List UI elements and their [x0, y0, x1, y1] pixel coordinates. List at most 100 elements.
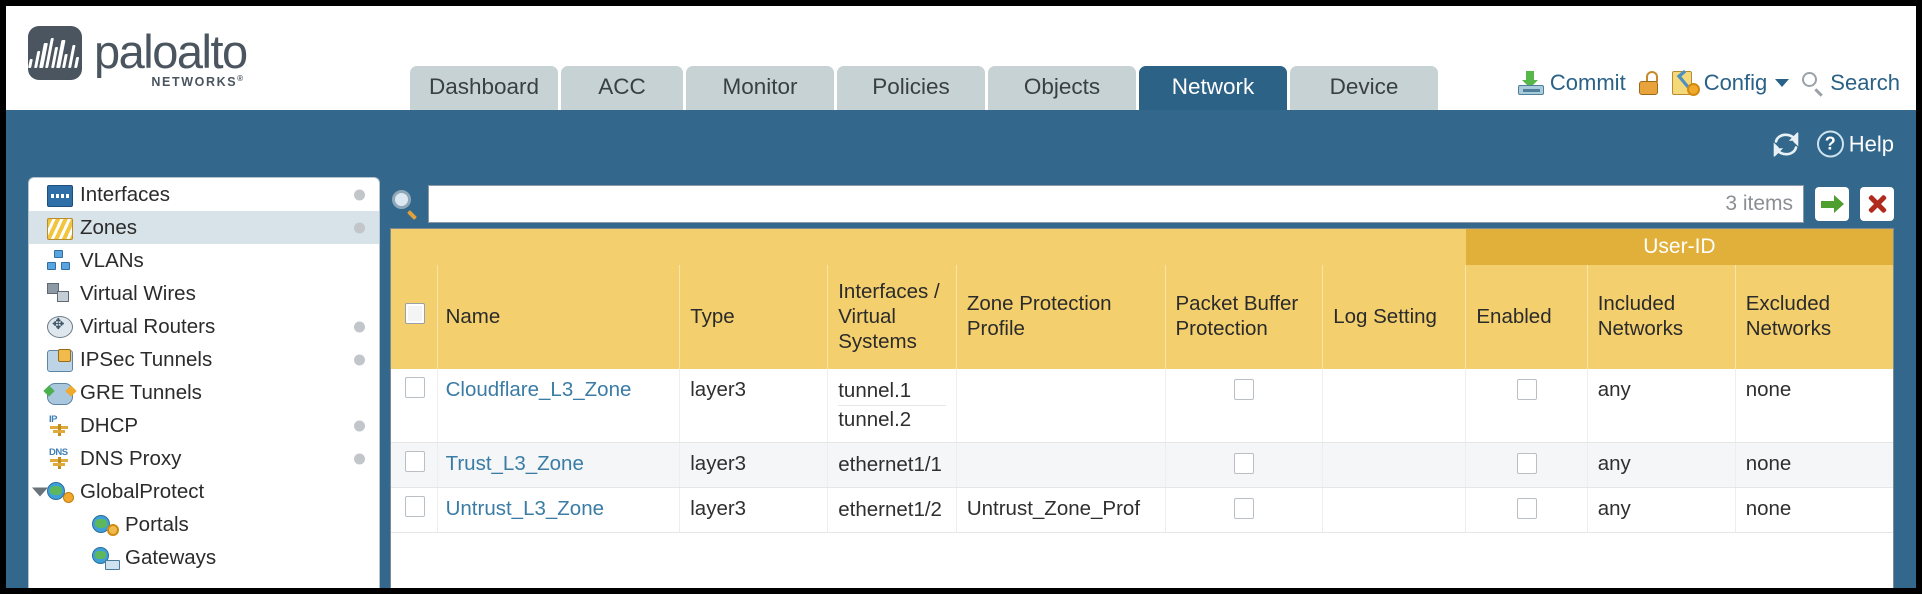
sidebar-item-status-dot[interactable] [354, 420, 365, 431]
zone-name-link[interactable]: Trust_L3_Zone [445, 452, 584, 475]
zone-name-cell: Trust_L3_Zone [436, 442, 680, 488]
zone-name-link[interactable]: Untrust_L3_Zone [445, 497, 604, 520]
sidebar-item-portals[interactable]: Portals [29, 508, 379, 541]
search-input[interactable] [439, 192, 1718, 216]
included-networks-cell: any [1586, 369, 1736, 443]
config-label: Config [1703, 70, 1768, 95]
packet-buffer-protection-checkbox[interactable] [1233, 453, 1254, 474]
apply-filter-button[interactable] [1815, 187, 1849, 221]
column-header-log-setting[interactable]: Log Setting [1322, 265, 1466, 369]
zone-type-value: layer3 [690, 452, 747, 475]
sidebar-item-label: Interfaces [80, 182, 171, 206]
unlock-icon [1638, 71, 1659, 95]
column-header-interfaces-virtual-systems[interactable]: Interfaces / Virtual Systems [827, 265, 957, 369]
globalprotect-icon [47, 481, 74, 503]
sidebar-item-interfaces[interactable]: Interfaces [29, 178, 379, 211]
question-mark-icon: ? [1816, 130, 1844, 158]
filter-search-icon[interactable] [390, 189, 420, 220]
interfaces-icon [47, 185, 73, 207]
sidebar-item-status-dot[interactable] [354, 189, 365, 200]
tab-device[interactable]: Device [1290, 66, 1438, 110]
column-header-packet-buffer-protection[interactable]: Packet Buffer Protection [1164, 265, 1323, 369]
tab-label: Monitor [722, 74, 798, 99]
clear-filter-button[interactable] [1860, 187, 1894, 221]
row-checkbox[interactable] [405, 451, 425, 472]
sidebar-item-status-dot[interactable] [354, 321, 365, 332]
sidebar-item-gateways[interactable]: Gateways [29, 541, 379, 574]
zone-type-cell: layer3 [679, 369, 828, 443]
sub-header-actions: ? Help [1771, 130, 1894, 158]
tab-policies[interactable]: Policies [837, 66, 985, 110]
userid-enabled-cell [1465, 442, 1588, 488]
help-button[interactable]: ? Help [1816, 130, 1894, 158]
sidebar-item-status-dot[interactable] [354, 222, 365, 233]
search-icon [1802, 72, 1824, 97]
row-checkbox[interactable] [405, 377, 425, 398]
included-networks-cell: any [1586, 487, 1736, 533]
chevron-down-icon [1775, 79, 1790, 87]
logo-waveform-icon [27, 38, 83, 68]
tab-label: Objects [1023, 74, 1101, 99]
tab-monitor[interactable]: Monitor [686, 66, 834, 110]
tab-objects[interactable]: Objects [988, 66, 1136, 110]
select-all-checkbox[interactable] [405, 302, 425, 324]
sidebar-item-ipsec-tunnels[interactable]: IPSec Tunnels [29, 343, 379, 376]
tab-dashboard[interactable]: Dashboard [410, 66, 558, 110]
sidebar-item-zones[interactable]: Zones [29, 211, 379, 244]
zone-type-value: layer3 [690, 497, 747, 520]
main-nav-tabs: Dashboard ACC Monitor Policies Objects Networ… [410, 66, 1438, 110]
userid-enabled-checkbox[interactable] [1516, 379, 1537, 400]
gre-tunnels-icon [47, 383, 73, 405]
zone-type-value: layer3 [690, 378, 747, 401]
row-select-cell [391, 487, 438, 533]
sidebar-item-status-dot[interactable] [354, 453, 365, 464]
column-header-type[interactable]: Type [679, 265, 828, 369]
search-label: Search [1830, 70, 1900, 95]
tab-network[interactable]: Network [1139, 66, 1287, 110]
column-header-included-networks[interactable]: Included Networks [1586, 265, 1736, 369]
tab-label: Dashboard [428, 74, 540, 99]
sidebar-item-virtual-routers[interactable]: Virtual Routers [29, 310, 379, 343]
interfaces-cell: ethernet1/2 [827, 487, 957, 533]
sidebar-item-vlans[interactable]: VLANs [29, 244, 379, 277]
sidebar-item-globalprotect[interactable]: GlobalProtect [29, 475, 379, 508]
row-select-cell [391, 442, 438, 488]
vlans-icon [47, 249, 73, 272]
sidebar-item-label: Portals [125, 512, 189, 536]
column-header-excluded-networks[interactable]: Excluded Networks [1734, 265, 1893, 369]
zone-name-link[interactable]: Cloudflare_L3_Zone [445, 378, 632, 401]
search-button[interactable]: Search [1802, 70, 1900, 97]
commit-button[interactable]: Commit [1517, 70, 1626, 96]
excluded-networks-cell: none [1734, 442, 1893, 488]
column-header-name[interactable]: Name [436, 265, 680, 369]
sidebar-item-label: GRE Tunnels [80, 380, 202, 404]
packet-buffer-protection-checkbox[interactable] [1233, 379, 1254, 400]
dns-proxy-icon: DNS [47, 447, 73, 470]
sidebar-item-virtual-wires[interactable]: Virtual Wires [29, 277, 379, 310]
virtual-routers-icon [47, 315, 73, 338]
userid-enabled-checkbox[interactable] [1516, 453, 1537, 474]
tab-acc[interactable]: ACC [561, 66, 683, 110]
search-row: 3 items [390, 178, 1894, 228]
lock-button[interactable] [1638, 71, 1659, 95]
refresh-icon[interactable] [1771, 132, 1801, 156]
column-header-zone-protection-profile[interactable]: Zone Protection Profile [955, 265, 1165, 369]
search-field-wrapper[interactable]: 3 items [428, 185, 1804, 223]
packet-buffer-protection-checkbox[interactable] [1233, 498, 1254, 519]
sidebar-item-status-dot[interactable] [354, 354, 365, 365]
expand-triangle-icon[interactable] [32, 487, 48, 496]
userid-enabled-checkbox[interactable] [1516, 498, 1537, 519]
config-menu[interactable]: Config [1672, 70, 1790, 96]
column-header-enabled[interactable]: Enabled [1465, 265, 1588, 369]
sidebar-item-gre-tunnels[interactable]: GRE Tunnels [29, 376, 379, 409]
row-checkbox[interactable] [405, 496, 425, 517]
